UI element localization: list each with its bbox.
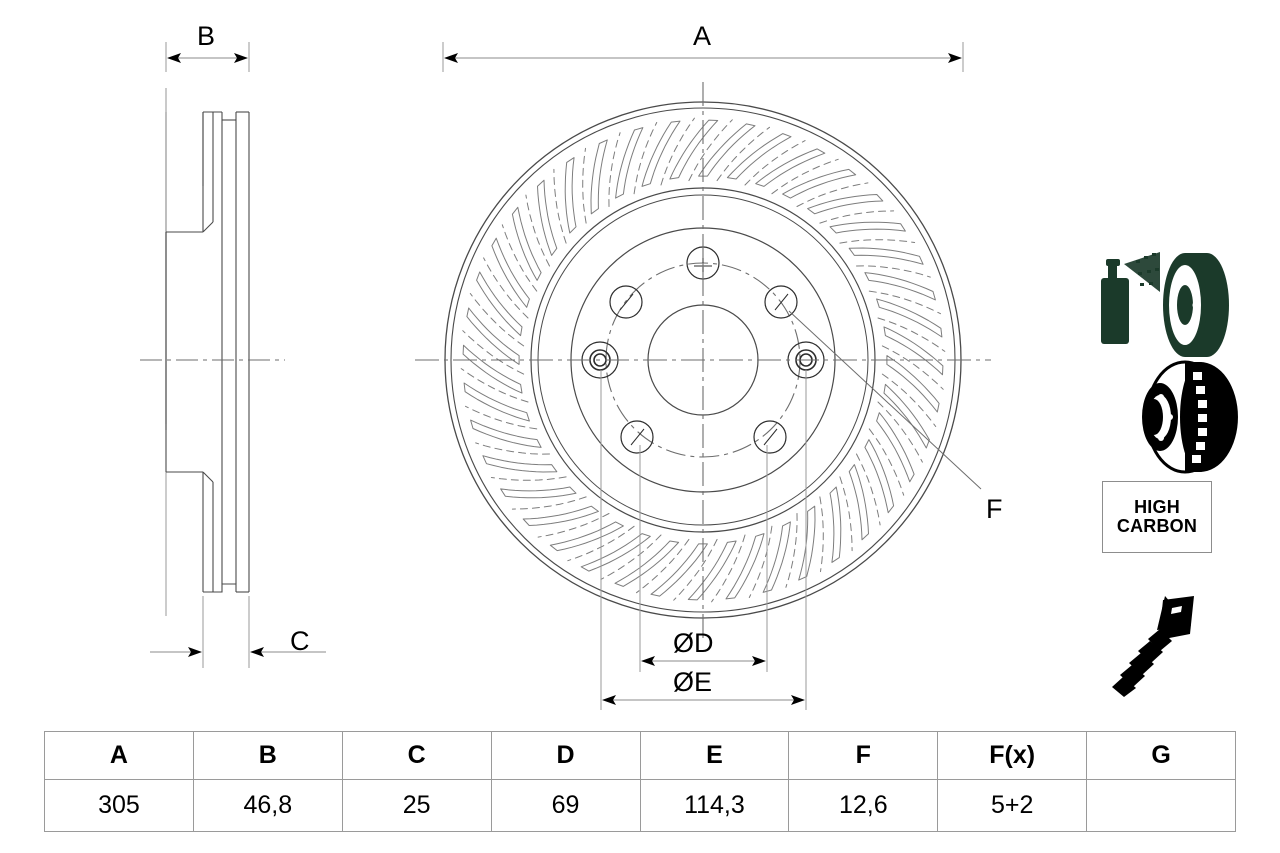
- high-carbon-line1: HIGH: [1134, 496, 1180, 517]
- leader-line-F: [788, 310, 982, 490]
- dimension-label-diameter-D: ØD: [673, 628, 714, 658]
- dimension-OD: [639, 445, 768, 672]
- spec-header-G: G: [1086, 731, 1236, 780]
- spec-header-F: F: [788, 731, 939, 780]
- spec-header-Fx: F(x): [937, 731, 1088, 780]
- spec-value-E: 114,3: [639, 779, 790, 832]
- countersunk-screw-icon: [1112, 596, 1194, 697]
- dimension-label-C: C: [290, 626, 310, 656]
- dimension-B: [165, 42, 250, 72]
- spec-value-C: 25: [341, 779, 492, 832]
- dimension-label-A: A: [693, 21, 712, 51]
- spec-value-B: 46,8: [192, 779, 343, 832]
- spec-header-B: B: [192, 731, 343, 780]
- dimension-label-F: F: [986, 494, 1003, 524]
- spec-header-C: C: [341, 731, 492, 780]
- spray-coating-disc-icon: [1101, 252, 1229, 357]
- high-carbon-line2: CARBON: [1116, 516, 1198, 536]
- high-carbon-badge: HIGH CARBON: [1102, 481, 1212, 553]
- spec-value-G: [1086, 779, 1236, 832]
- dimension-label-B: B: [197, 21, 216, 51]
- vent-vanes: [460, 117, 946, 603]
- spec-value-Fx: 5+2: [937, 779, 1088, 832]
- spec-header-D: D: [490, 731, 641, 780]
- spec-header-A: A: [44, 731, 194, 780]
- dimension-A: [442, 42, 964, 72]
- front-view-centerlines: [415, 82, 991, 638]
- specification-table: A B C D E F F(x) G 305 46,8 25 69 114,3 …: [44, 731, 1236, 832]
- spec-value-D: 69: [490, 779, 641, 832]
- spec-table-value-row: 305 46,8 25 69 114,3 12,6 5+2: [44, 779, 1236, 832]
- dimension-label-diameter-E: ØE: [673, 667, 713, 697]
- spec-table-header-row: A B C D E F F(x) G: [44, 731, 1236, 780]
- spec-value-A: 305: [44, 779, 194, 832]
- spec-value-F: 12,6: [788, 779, 939, 832]
- side-section-view: [165, 88, 250, 616]
- spec-header-E: E: [639, 731, 790, 780]
- dimension-C: [150, 596, 326, 668]
- vented-disc-icon: [1142, 360, 1238, 474]
- dimension-OE: [600, 370, 807, 710]
